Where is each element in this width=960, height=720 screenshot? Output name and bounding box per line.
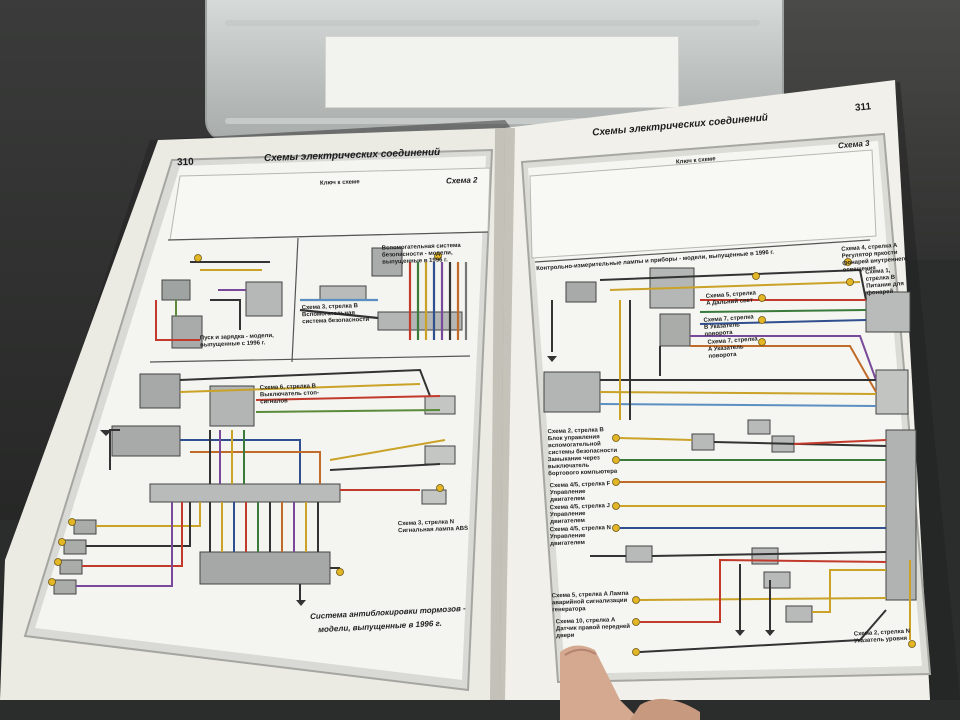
instrument-cluster-connector <box>865 291 911 333</box>
box-rib <box>225 118 760 124</box>
right-page-number: 311 <box>854 101 872 114</box>
arrow-label: Схема 1, стрелка B Питание для фонарей <box>865 268 905 297</box>
box-label <box>325 36 679 108</box>
note-brake-switch: Схема 6, стрелка B Выключатель стоп-сигн… <box>259 383 320 406</box>
arrow-label: Замыкание через выключатель бортового ко… <box>547 455 618 478</box>
arrow-label: Схема 2, стрелка B Блок управления вспом… <box>547 427 618 457</box>
arrow-label: Схема 10, стрелка A Датчик правой передн… <box>555 617 631 640</box>
abs-connector-strip <box>149 483 341 503</box>
arrow-label: Схема 7, стрелка B Указатель поворота <box>703 314 754 338</box>
arrow-label: Схема 7, стрелка A Указатель поворота <box>707 336 758 360</box>
left-page-number: 310 <box>176 156 194 169</box>
box-rib <box>225 20 760 26</box>
arrow-label: Схема 4/5, стрелка J Управление двигател… <box>549 503 611 526</box>
note-abs-lamp: Схема 3, стрелка N Сигнальная лампа ABS <box>397 519 469 535</box>
instrument-cluster-pins <box>885 429 917 601</box>
arrow-label: Схема 5, стрелка A Лампа аварийной сигна… <box>551 590 629 614</box>
note-srs: Вспомогательная система безопасности - м… <box>381 242 461 266</box>
arrow-label: Схема 4/5, стрелка N Управление двигател… <box>549 525 612 548</box>
note-srs-link: Схема 3, стрелка B Вспомогательная систе… <box>301 303 370 326</box>
arrow-label: Схема 4/5, стрелка F Управление двигател… <box>549 481 611 504</box>
left-diagram-title: Схема 2 <box>445 175 478 186</box>
abs-control-unit <box>199 551 331 585</box>
